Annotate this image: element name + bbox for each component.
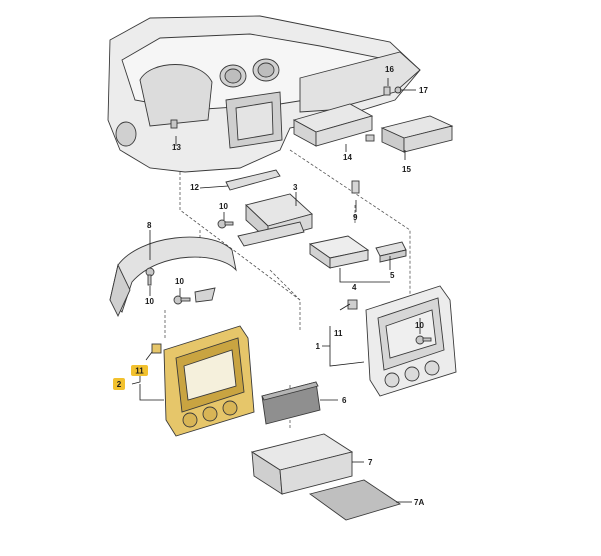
label-13: 13	[172, 143, 181, 152]
highlight-tag-2	[113, 378, 125, 390]
label-10: 10	[219, 202, 228, 211]
part-8-cluster-trim	[109, 236, 237, 313]
label-11-highlighted: 11	[135, 367, 144, 376]
label-11: 11	[334, 329, 343, 338]
part-12-flap	[225, 169, 281, 191]
part-7a-mat	[308, 479, 402, 521]
callout-labels: 13 12 3 9 10 8 10 10 4 5 14 15 16 17 10 …	[113, 65, 428, 507]
part-10-screw	[415, 335, 432, 345]
leader-lines	[131, 78, 421, 503]
label-1: 1	[316, 342, 321, 351]
dashboard-assembly	[107, 15, 421, 173]
highlight-tag-11	[131, 365, 148, 376]
label-7a: 7A	[414, 498, 424, 507]
label-16: 16	[385, 65, 394, 74]
part-7-storage-box	[250, 433, 354, 495]
bracket	[237, 221, 305, 247]
part-10-screw	[145, 267, 155, 286]
label-4: 4	[352, 283, 357, 292]
part-10-screw	[173, 295, 191, 305]
part-10-screw	[217, 219, 234, 229]
clip	[365, 134, 375, 142]
part-15-tray	[380, 115, 454, 153]
bracket	[194, 287, 216, 303]
part-1-fascia	[365, 285, 457, 397]
part-14-housing	[292, 103, 374, 147]
label-6: 6	[342, 396, 347, 405]
part-6-cover	[261, 381, 321, 425]
label-5: 5	[390, 271, 395, 280]
part-13-screw	[170, 119, 178, 129]
part-11-clip-highlighted	[151, 343, 162, 354]
part-5-connector	[375, 241, 407, 263]
part-4-control-unit	[308, 235, 370, 269]
part-9-clip	[351, 180, 360, 194]
label-9: 9	[353, 213, 358, 222]
part-16-clip	[383, 86, 391, 96]
label-8: 8	[147, 221, 152, 230]
label-15: 15	[402, 165, 411, 174]
label-12: 12	[190, 183, 199, 192]
label-10: 10	[175, 277, 184, 286]
label-10: 10	[145, 297, 154, 306]
part-2-fascia-highlighted	[163, 325, 255, 437]
label-3: 3	[293, 183, 298, 192]
label-7: 7	[368, 458, 373, 467]
part-11-clip	[347, 299, 358, 310]
label-2-highlighted: 2	[117, 380, 122, 389]
label-10: 10	[415, 321, 424, 330]
label-17: 17	[419, 86, 428, 95]
label-14: 14	[343, 153, 352, 162]
